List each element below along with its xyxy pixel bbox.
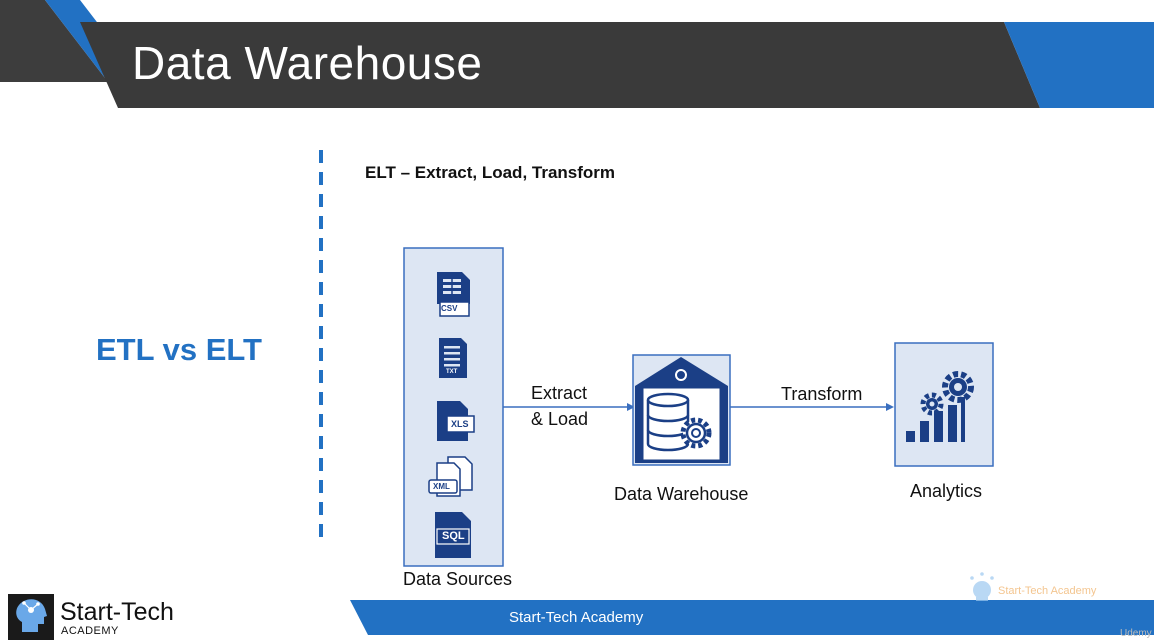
edge-transform [730, 403, 894, 411]
csv-tag: CSV [441, 304, 458, 313]
footer-text: Start-Tech Academy [509, 609, 644, 626]
edge-extract-load [503, 403, 635, 411]
transform-edge-label: Transform [781, 384, 863, 404]
udemy-watermark: Udemy [1120, 628, 1152, 639]
txt-tag: TXT [446, 369, 458, 375]
xml-file-icon [428, 456, 473, 497]
extract-edge-label-line1: Extract [531, 383, 588, 403]
xml-tag: XML [433, 482, 450, 491]
txt-file-icon [439, 338, 467, 378]
watermark-text: Start-Tech Academy [998, 585, 1097, 597]
slide-title: Data Warehouse [132, 37, 483, 89]
footer-bar [350, 600, 1154, 635]
header-bar [80, 22, 1040, 108]
warehouse-database-gear-icon [635, 357, 728, 463]
watermark-logo-icon [970, 572, 994, 601]
brand-name: Start-Tech [60, 598, 174, 626]
data-sources-node [403, 247, 504, 567]
data-sources-label: Data Sources [403, 569, 513, 589]
section-label: ETL vs ELT [96, 332, 262, 367]
sql-tag: SQL [442, 530, 465, 542]
header-left-corner [0, 0, 108, 82]
diagram-heading: ELT – Extract, Load, Transform [365, 163, 616, 182]
data-warehouse-label: Data Warehouse [614, 484, 749, 504]
brain-circuit-head-icon [8, 594, 54, 640]
brand-subtitle: ACADEMY [61, 625, 119, 637]
analytics-node [894, 342, 994, 467]
sql-file-icon [435, 512, 471, 558]
csv-file-icon [437, 272, 470, 317]
header-band [0, 0, 1154, 108]
analytics-gears-chart-icon [906, 371, 974, 442]
analytics-label: Analytics [910, 481, 983, 501]
analytics-box [894, 342, 994, 467]
data-warehouse-node [632, 354, 731, 466]
xls-tag: XLS [451, 419, 469, 429]
extract-edge-label-line2: & Load [531, 409, 589, 429]
xls-file-icon [437, 401, 475, 441]
header-right-accent [1004, 22, 1154, 108]
